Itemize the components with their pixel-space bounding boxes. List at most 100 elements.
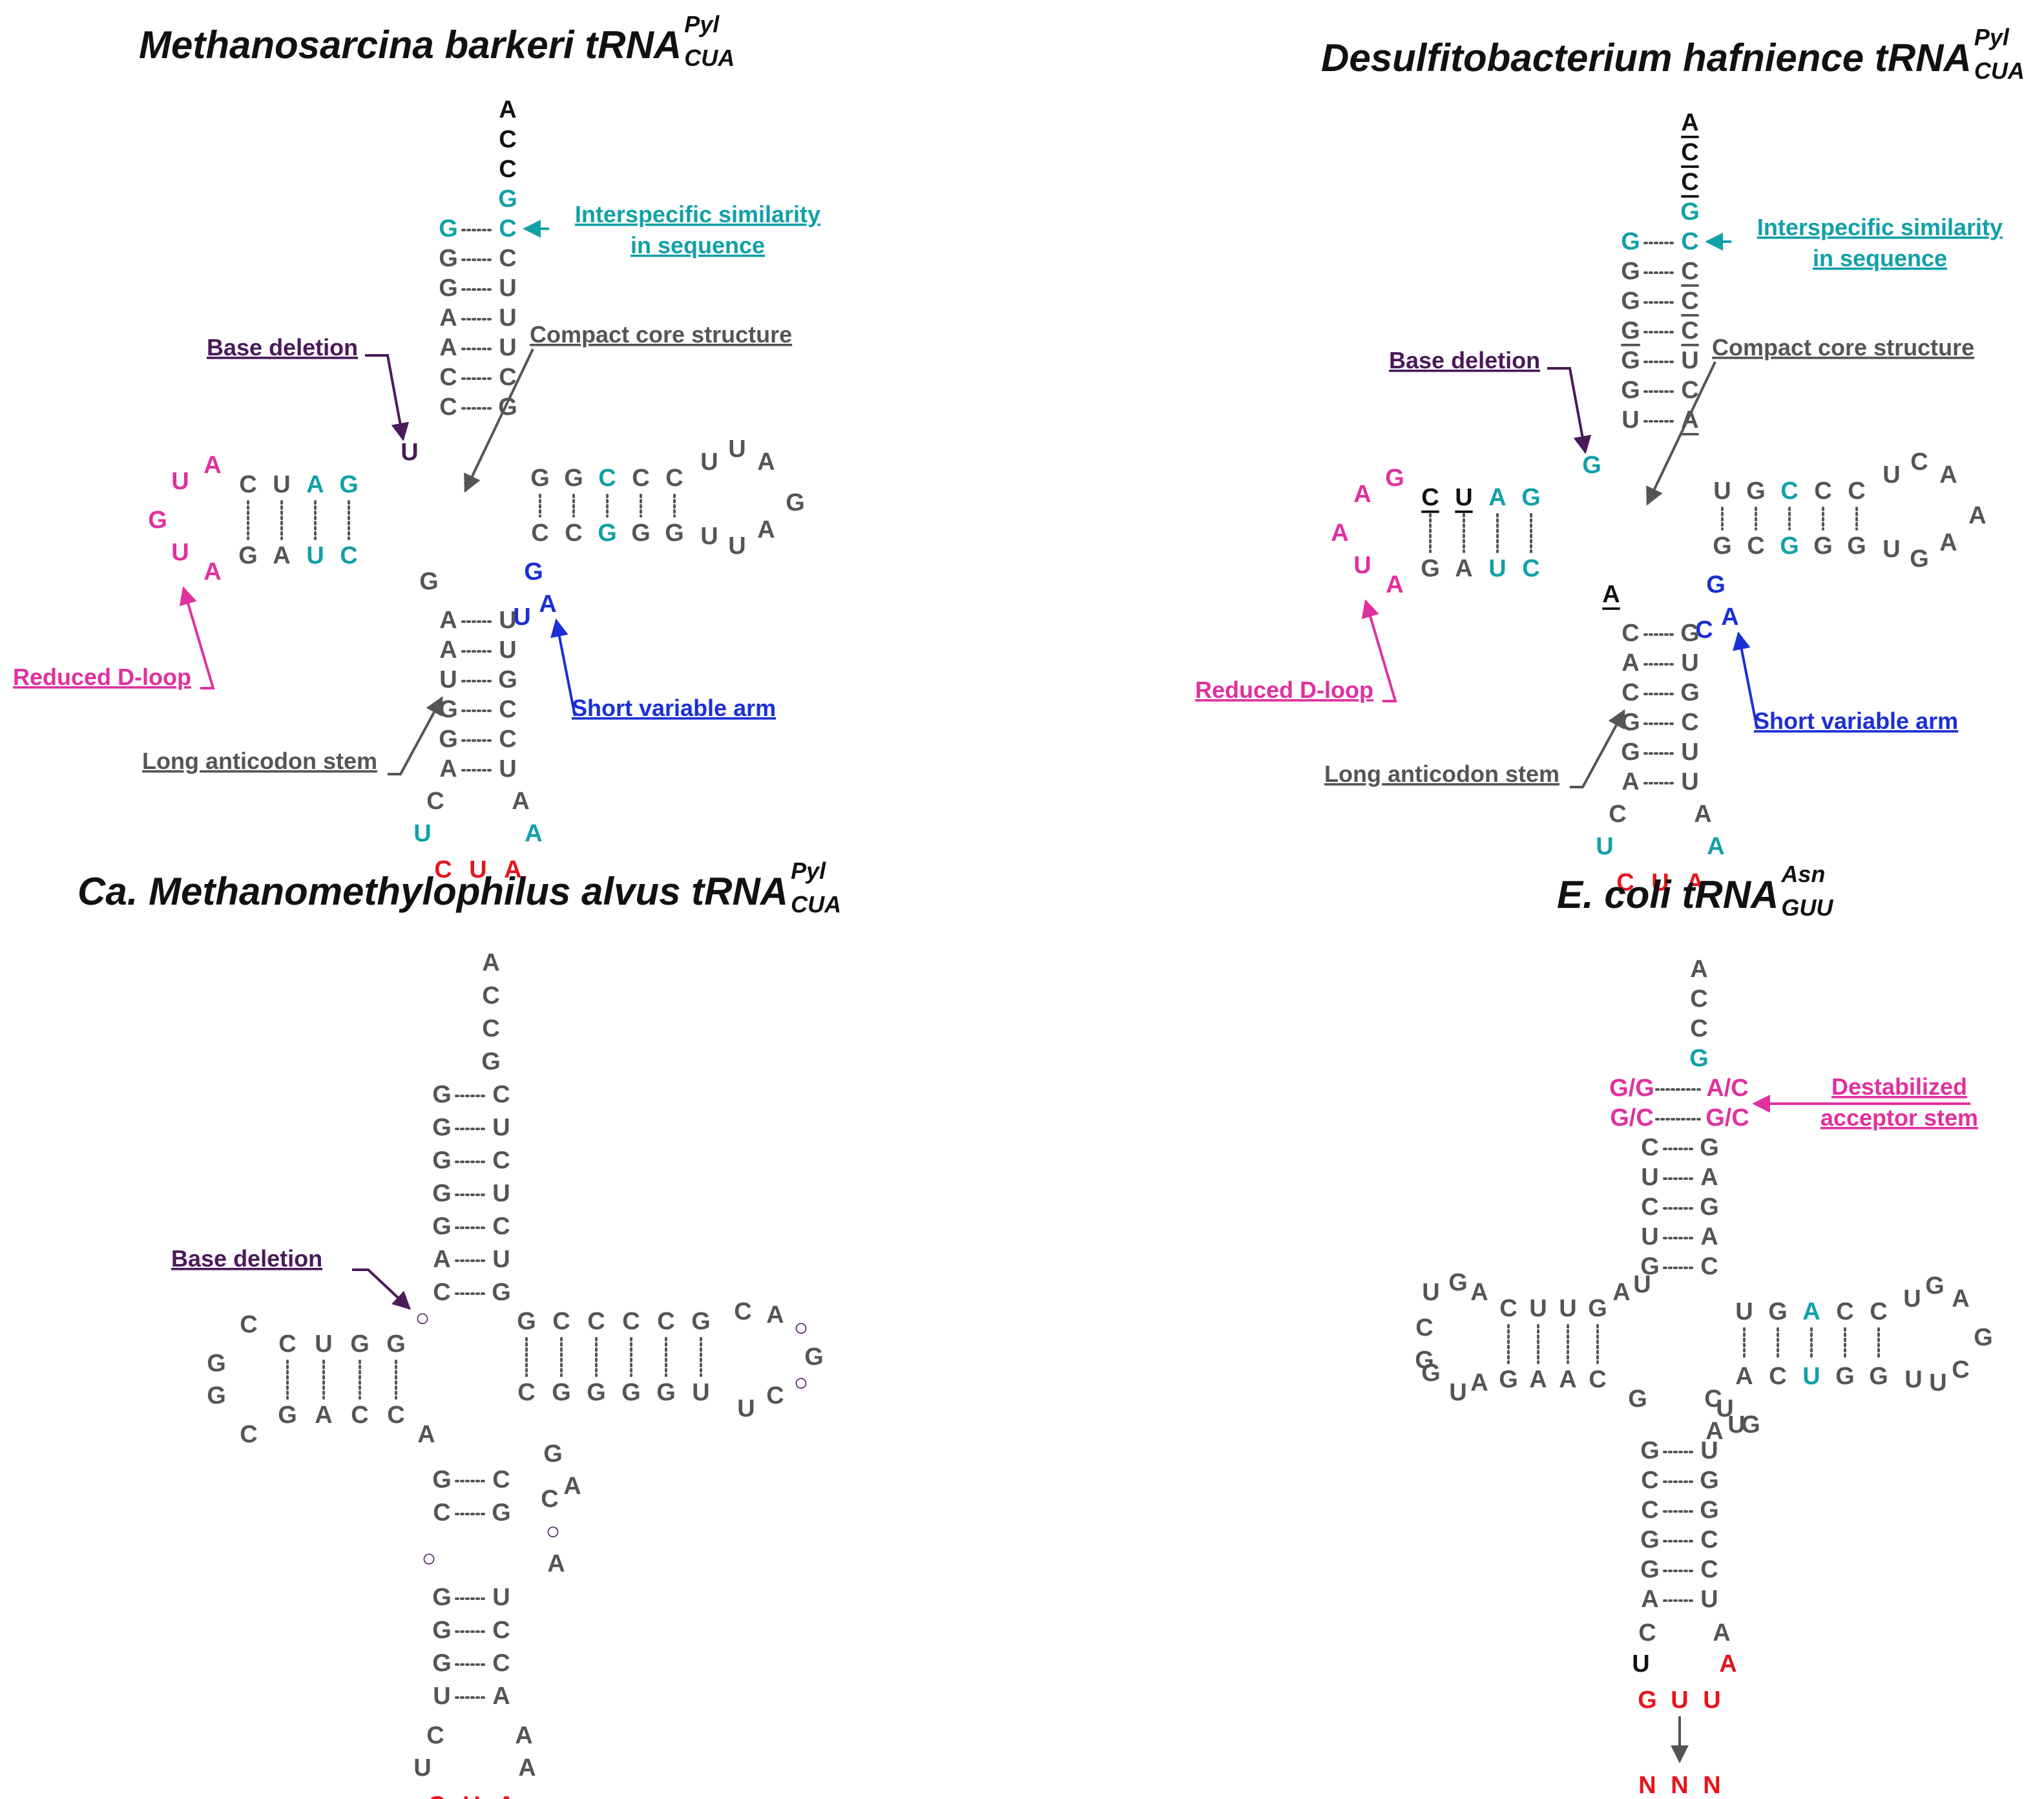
acceptor-tail-nt: C <box>1690 985 1707 1013</box>
acceptor-pair-right: C <box>1681 317 1698 344</box>
acceptor-tail-nt: G <box>498 185 517 213</box>
t-stem-top-nt: G <box>530 465 550 492</box>
t-stem-top-nt: C <box>622 1308 640 1335</box>
variable-arm-nt: A <box>563 1473 581 1500</box>
anticodon-nt: A <box>504 856 521 883</box>
acceptor-pair-left: G <box>1640 1253 1660 1280</box>
d-loop-nt: U <box>171 539 189 566</box>
t-loop-nt: U <box>700 448 718 476</box>
anticodon-loop-nt: U <box>1596 833 1613 860</box>
acceptor-pair-left: U <box>1641 1164 1658 1191</box>
t-stem-top-nt: G <box>517 1308 536 1335</box>
acceptor-tail-nt: A <box>499 96 516 123</box>
d-loop-nt: A <box>1331 520 1348 547</box>
anticodon-stem-pair-right: U <box>1681 768 1698 795</box>
t-stem-bottom-nt: C <box>565 520 582 547</box>
d-loop-nt: A <box>1470 1369 1488 1396</box>
anticodon-nt: C <box>428 1792 445 1799</box>
t-loop-nt: U <box>1882 536 1900 563</box>
annotation-label-line2: in sequence <box>631 232 765 258</box>
acceptor-pair-right: U <box>492 1114 510 1141</box>
d-loop-nt: G <box>1415 1347 1434 1374</box>
anticodon-stem-pair-right: U <box>1700 1586 1718 1613</box>
anticodon-stem-pair-left: G <box>1621 709 1640 736</box>
acceptor-pair-left: U <box>1622 406 1639 434</box>
d-stem-top-nt: A <box>1488 484 1506 511</box>
anticodon-stem-pair-left: G <box>1640 1526 1660 1553</box>
variable-arm-nt: A <box>539 591 556 618</box>
panel-title-ec: E. coli tRNA <box>1557 873 1778 916</box>
anticodon-stem-pair-right: G <box>498 666 517 693</box>
short-stem-pair-left: C <box>433 1499 450 1526</box>
anticodon-stem-pair-left: G <box>432 1584 452 1611</box>
acceptor-pair-left: A <box>439 304 457 331</box>
t-loop-nt: A <box>1968 502 1986 529</box>
d-loop-nt: C <box>240 1311 257 1338</box>
acceptor-pair-left: G <box>1621 317 1640 344</box>
anticodon-stem-pair-left: G <box>1640 1556 1660 1583</box>
d-stem-bottom-nt: A <box>315 1402 332 1429</box>
panel-title-subscript: CUA <box>1974 58 2025 84</box>
variable-arm-nt: ○ <box>546 1518 561 1545</box>
t-stem-bottom-nt: G <box>1713 532 1732 560</box>
anticodon-stem-pair-left: U <box>439 666 457 693</box>
acceptor-tail-nt: C <box>482 1015 499 1042</box>
t-loop-nt: G <box>804 1343 824 1371</box>
acceptor-pair-right: G <box>1700 1134 1719 1161</box>
acceptor-pair-right: C <box>499 215 516 242</box>
anticodon-stem-pair-right: U <box>499 636 516 664</box>
t-loop-nt: A <box>757 516 775 543</box>
d-stem-top-nt: C <box>1499 1295 1517 1322</box>
acceptor-tail-nt: A <box>1681 109 1698 136</box>
connector-bottom-nt: A <box>1602 581 1620 608</box>
t-stem-bottom-nt: C <box>531 520 548 547</box>
anticodon-stem-pair-right: U <box>499 607 516 634</box>
d-stem-bottom-nt: A <box>1529 1366 1547 1393</box>
short-stem-pair-right: G <box>492 1499 511 1526</box>
d-loop-nt: C <box>240 1421 257 1448</box>
arrow-base-deletion <box>365 354 410 441</box>
anticodon-loop-nt: C <box>1638 1619 1656 1646</box>
variable-arm-nt: A <box>1705 1418 1723 1445</box>
d-loop-nt: A <box>1386 571 1403 598</box>
anticodon-nt: U <box>1671 1687 1688 1714</box>
acceptor-pair-right: C <box>1700 1253 1718 1280</box>
t-stem-top-nt: C <box>552 1308 570 1335</box>
t-loop-nt: ○ <box>794 1369 809 1396</box>
d-stem-top-nt: G <box>339 471 359 498</box>
d-stem-bottom-nt: C <box>340 542 357 569</box>
anticodon-stem-pair-right: U <box>1700 1437 1718 1464</box>
d-loop-nt: U <box>1353 552 1371 579</box>
acceptor-pair-right: C <box>1681 228 1698 255</box>
t-loop-nt: U <box>1903 1285 1921 1312</box>
mutant-anticodon-nt: N <box>1671 1772 1688 1799</box>
anticodon-stem-pair-right: C <box>1700 1556 1718 1583</box>
acceptor-pair-right: U <box>492 1180 510 1207</box>
t-loop-nt: U <box>728 532 746 560</box>
t-loop-nt: C <box>1910 448 1928 476</box>
t-stem-top-nt: G <box>1746 478 1766 505</box>
variable-arm-nt: C <box>1695 616 1713 644</box>
t-stem-bottom-nt: G <box>1780 532 1799 560</box>
anticodon-stem-pair-left: C <box>1622 620 1639 647</box>
d-stem-bottom-nt: G <box>278 1402 297 1429</box>
anticodon-loop-nt: C <box>426 788 444 815</box>
t-loop-nt: G <box>1925 1272 1945 1299</box>
arrow-short-variable <box>550 618 576 717</box>
anticodon-loop-nt: A <box>512 788 529 815</box>
acceptor-pair-left: A <box>433 1246 450 1273</box>
acceptor-pair-right: C <box>1681 258 1698 285</box>
variable-arm-nt: G <box>1706 571 1726 598</box>
t-loop-nt: ○ <box>794 1314 809 1341</box>
t-stem-top-nt: G <box>1768 1298 1788 1325</box>
anticodon-stem-pair-right: C <box>499 726 516 753</box>
d-stem-top-nt: G <box>386 1331 406 1358</box>
t-loop-nt: A <box>1939 529 1957 556</box>
annotation-label: Interspecific similarity <box>1757 214 2003 240</box>
annotation-label-line2: acceptor stem <box>1820 1104 1978 1131</box>
t-stem-top-nt: G <box>691 1308 711 1335</box>
t-stem-top-nt: U <box>1735 1298 1753 1325</box>
d-loop-nt: G <box>1385 465 1404 492</box>
anticodon-stem-pair-left: A <box>439 607 457 634</box>
anticodon-stem-pair-left: C <box>1622 679 1639 706</box>
